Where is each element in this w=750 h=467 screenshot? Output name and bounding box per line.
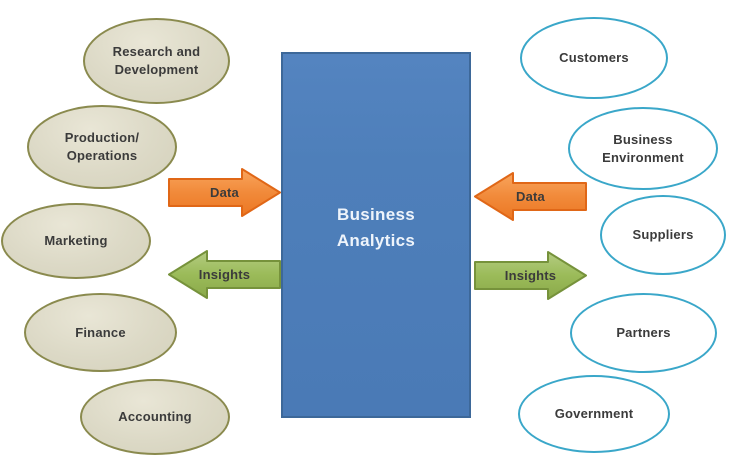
data-arrow-right-label: Data — [516, 189, 545, 204]
node-research-and-development: Research and Development — [83, 18, 230, 104]
insights-arrow-left-shape — [168, 250, 281, 299]
insights-arrow-right: Insights — [474, 251, 587, 300]
insights-arrow-right-shape — [474, 251, 587, 300]
insights-arrow-left: Insights — [168, 250, 281, 299]
node-marketing: Marketing — [1, 203, 151, 279]
node-customers: Customers — [520, 17, 668, 99]
data-arrow-left-label: Data — [210, 185, 239, 200]
data-arrow-right-shape — [474, 172, 587, 221]
node-partners: Partners — [570, 293, 717, 373]
node-suppliers: Suppliers — [600, 195, 726, 275]
node-government: Government — [518, 375, 670, 453]
node-accounting: Accounting — [80, 379, 230, 455]
center-box-label: Business Analytics — [336, 204, 416, 250]
center-business-analytics-box: Business Analytics — [281, 52, 471, 418]
node-finance: Finance — [24, 293, 177, 372]
data-arrow-right: Data — [474, 172, 587, 221]
node-business-environment: Business Environment — [568, 107, 718, 190]
insights-arrow-left-label: Insights — [198, 267, 251, 282]
node-production-operations: Production/ Operations — [27, 105, 177, 189]
insights-arrow-right-label: Insights — [504, 268, 557, 283]
data-arrow-left: Data — [168, 168, 281, 217]
data-arrow-left-shape — [168, 168, 281, 217]
